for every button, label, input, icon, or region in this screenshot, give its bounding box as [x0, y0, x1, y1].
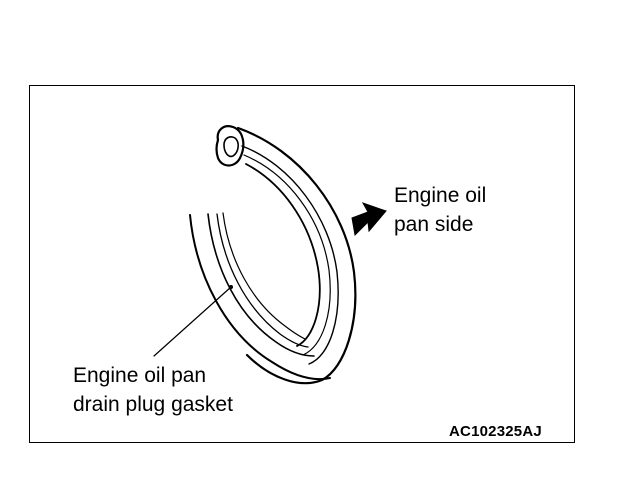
figure-frame — [29, 85, 575, 443]
gasket-band-line — [243, 154, 331, 356]
gasket-band-line — [241, 145, 339, 365]
gasket-label-line: Engine oil pan — [73, 364, 207, 387]
gasket-back-band — [216, 213, 309, 348]
gasket-back-outer — [189, 214, 331, 381]
leader-line — [153, 286, 232, 357]
gasket-inner-edge — [245, 163, 321, 347]
gasket-cut-end — [215, 125, 245, 167]
gasket-back-inner — [222, 212, 306, 340]
pan-side-arrow — [351, 202, 387, 237]
gasket-label: Engine oil pan drain plug gasket — [73, 361, 233, 419]
pan-side-label-line: Engine oil — [394, 184, 487, 207]
leader-dot — [229, 285, 233, 289]
pan-side-label-line: pan side — [394, 213, 474, 236]
figure-code: AC102325AJ — [449, 423, 542, 440]
gasket-label-line: drain plug gasket — [73, 393, 233, 416]
pan-side-label: Engine oil pan side — [394, 181, 486, 239]
gasket-outer-edge — [236, 126, 357, 385]
gasket-cut-end-inner — [223, 136, 239, 158]
gasket-back-band — [207, 213, 315, 357]
